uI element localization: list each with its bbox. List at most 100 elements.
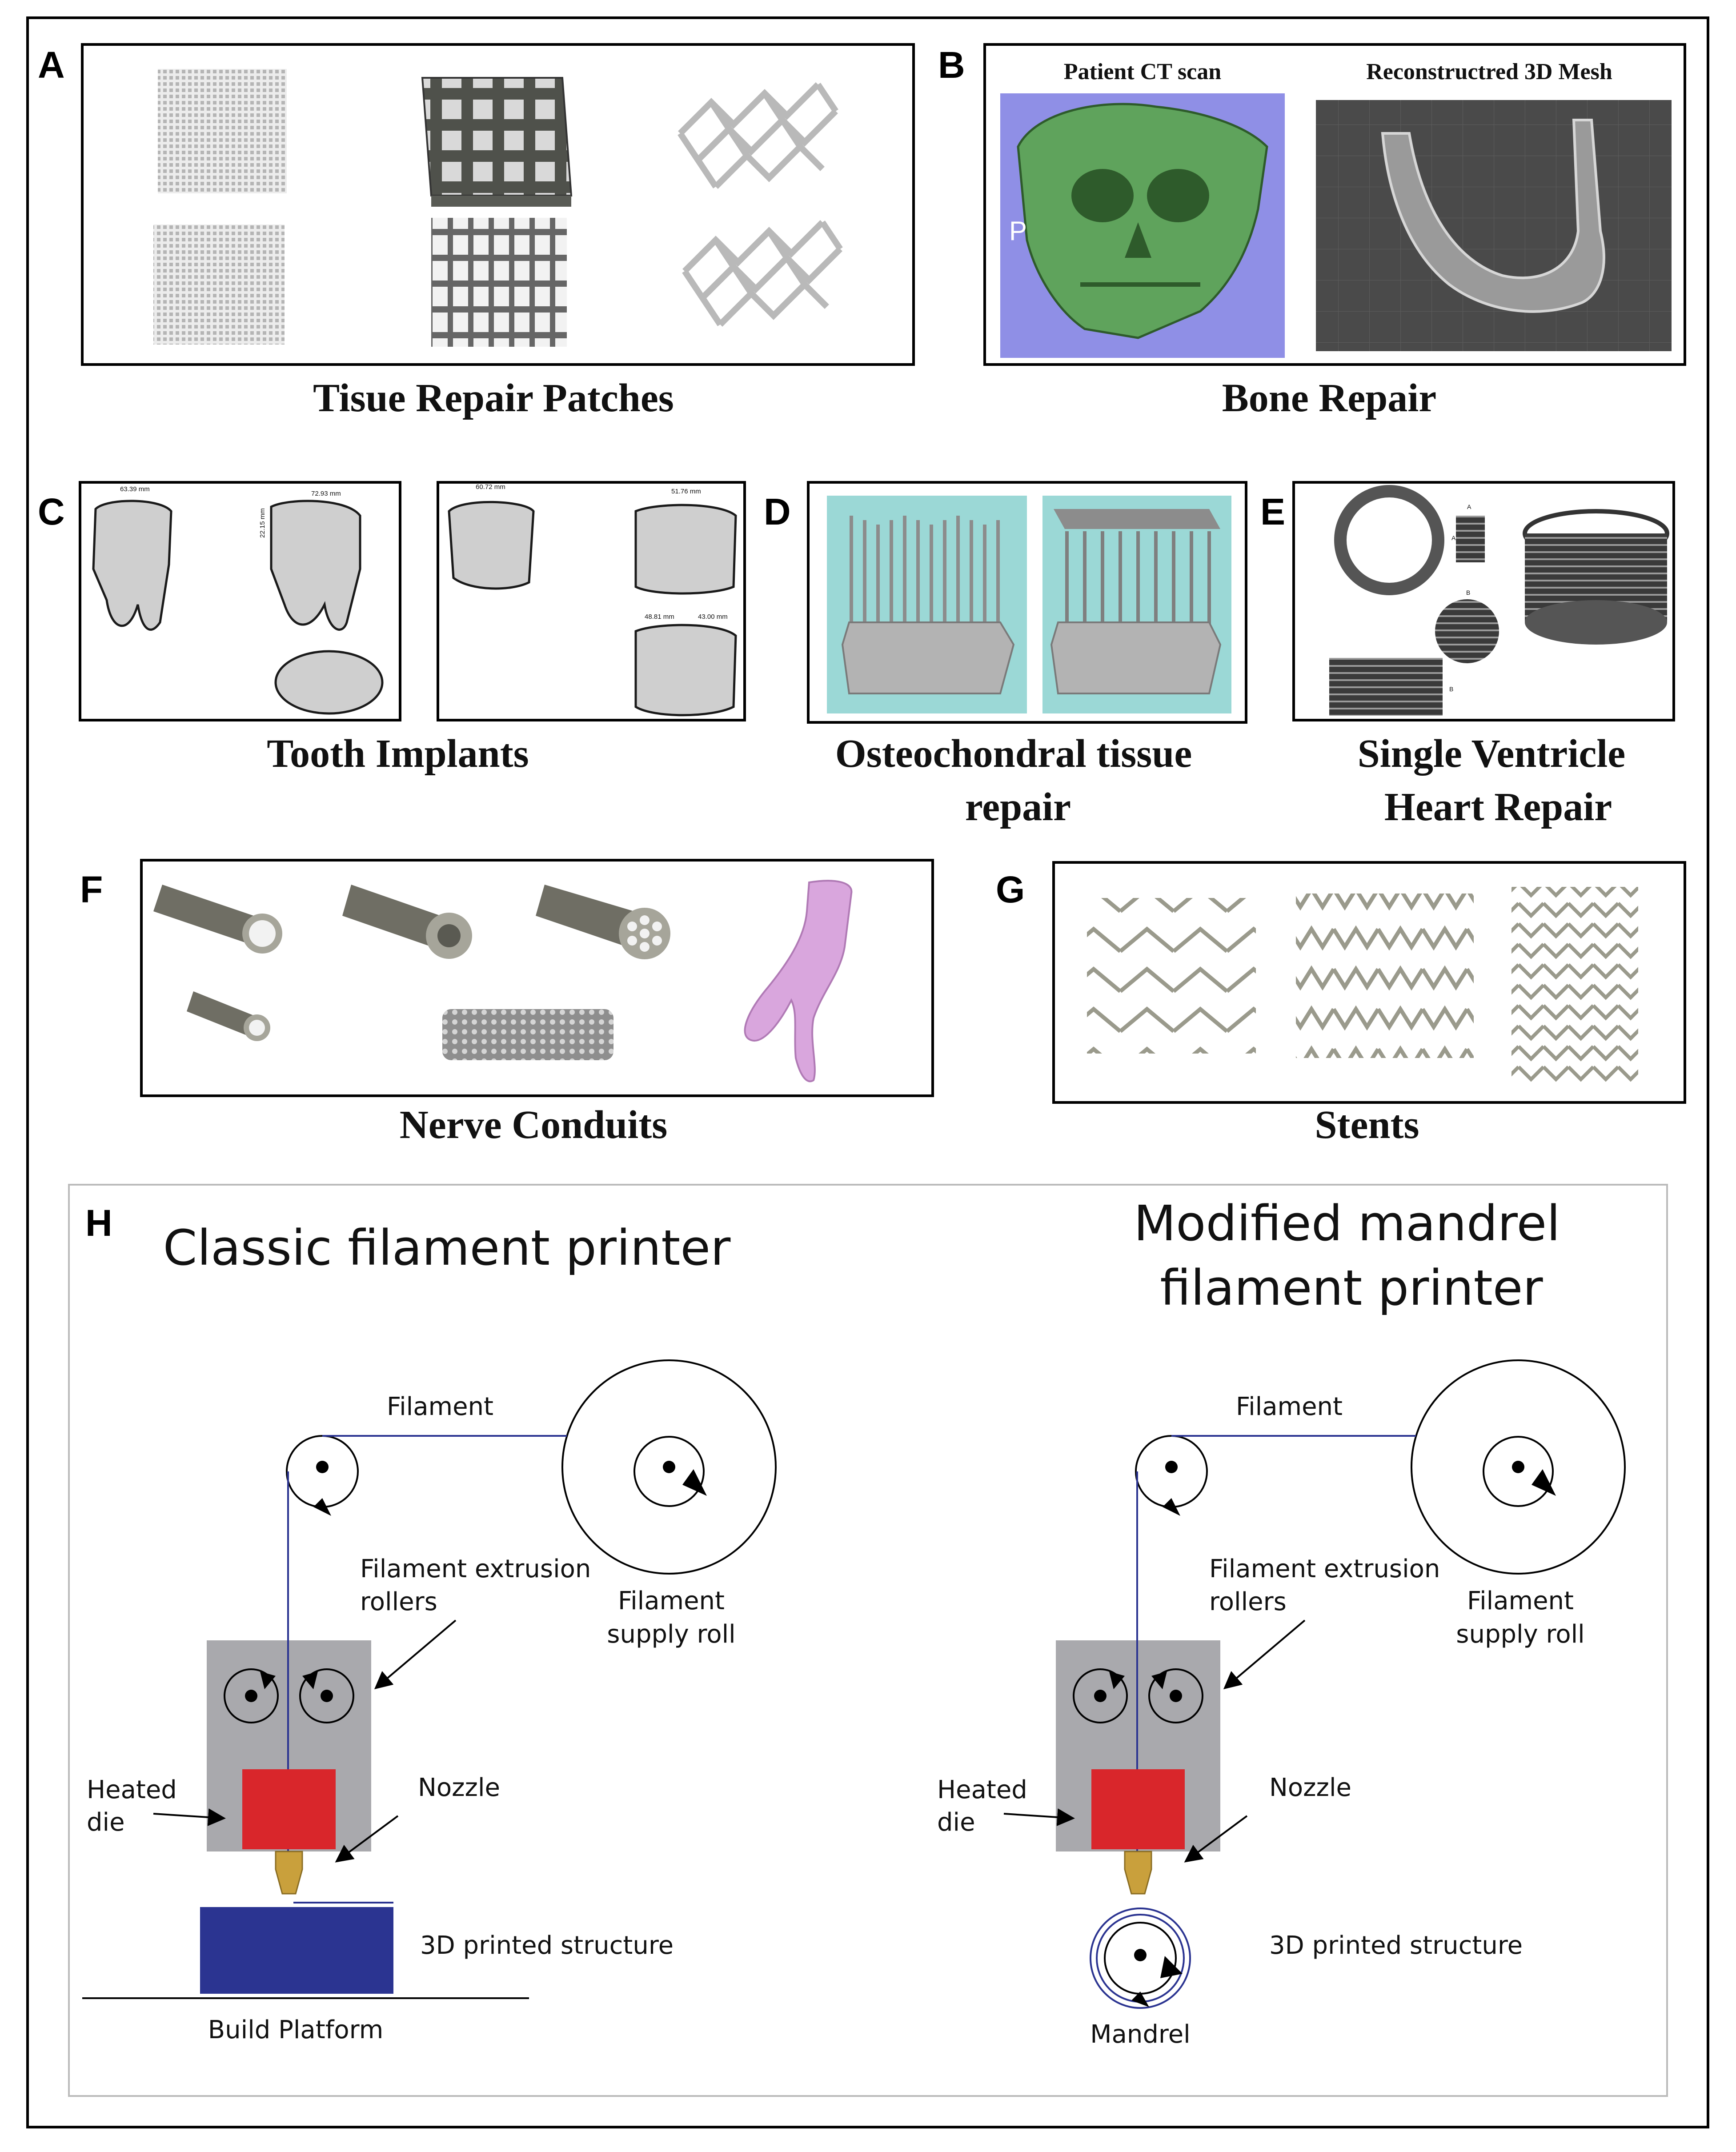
classic-printer-diagram: Classic filament printer Filament bbox=[82, 1219, 777, 2044]
osteochondral-base-left bbox=[841, 621, 1015, 694]
pointer-arrow bbox=[1223, 1619, 1306, 1690]
panel-letter-d: D bbox=[764, 491, 791, 533]
osteochondral-pins-left bbox=[850, 516, 1000, 640]
panel-e: E A B A B Single Ventricle Heart Repair bbox=[1260, 481, 1675, 829]
guide-roller-hub bbox=[1165, 1461, 1178, 1473]
heart-mark: B bbox=[1466, 589, 1470, 596]
label-filament: Filament bbox=[1236, 1392, 1343, 1421]
heart-flat-sheet bbox=[1329, 658, 1443, 716]
label-heated-line1: Heated bbox=[87, 1775, 177, 1804]
panel-h: H Classic filament printer Filament bbox=[68, 1184, 1668, 2097]
panel-letter-e: E bbox=[1260, 491, 1285, 533]
osteochondral-pins-right bbox=[1065, 531, 1211, 640]
nerve-branch-conduit bbox=[744, 880, 853, 1082]
extrusion-roller-left-hub bbox=[1094, 1690, 1107, 1702]
caption-a: Tisue Repair Patches bbox=[313, 376, 674, 420]
panel-letter-c: C bbox=[38, 491, 65, 533]
nerve-tube-multichannel bbox=[536, 885, 670, 959]
panel-f: F Nerve Conduits bbox=[80, 859, 934, 1147]
pointer-arrow bbox=[335, 1815, 399, 1863]
caption-b: Bone Repair bbox=[1222, 376, 1436, 420]
panel-a: A Tisue Repair Patches bbox=[38, 43, 915, 420]
label-filament: Filament bbox=[387, 1392, 493, 1421]
nerve-tube-small bbox=[187, 991, 270, 1041]
patch-coarse-grid-3d bbox=[421, 77, 573, 207]
rotation-arrow-icon bbox=[1131, 1992, 1149, 2007]
modified-printer-diagram: Modified mandrel filament printer Filame… bbox=[937, 1195, 1626, 2049]
extrusion-roller-right-icon bbox=[299, 1668, 354, 1723]
heart-cross-section bbox=[1435, 599, 1499, 663]
printed-structure-block bbox=[200, 1907, 393, 1994]
classic-printer-title: Classic filament printer bbox=[163, 1219, 731, 1276]
heart-ring-top-view bbox=[1334, 485, 1444, 595]
heart-mark: A bbox=[1467, 503, 1471, 510]
ct-orientation-marker: P bbox=[1009, 216, 1027, 246]
rotation-arrow-icon bbox=[1109, 1671, 1125, 1689]
subtitle-ct-scan: Patient CT scan bbox=[1064, 59, 1221, 84]
dim-label: 51.76 mm bbox=[671, 488, 701, 495]
rotation-arrow-icon bbox=[1151, 1671, 1167, 1689]
heart-part-labels: A B A B bbox=[1449, 503, 1471, 693]
label-rollers-line1: Filament extrusion bbox=[360, 1555, 591, 1583]
pointer-arrow bbox=[1184, 1815, 1248, 1863]
nerve-tube-hollow bbox=[153, 885, 282, 954]
label-supply-line1: Filament bbox=[1467, 1587, 1574, 1615]
panel-g: G Stents bbox=[996, 861, 1686, 1147]
extrusion-roller-right-icon bbox=[1148, 1668, 1203, 1723]
patch-lattice-bottom bbox=[682, 220, 843, 327]
label-heated-line1: Heated bbox=[937, 1775, 1027, 1804]
caption-g: Stents bbox=[1315, 1103, 1419, 1147]
panel-letter-h: H bbox=[85, 1202, 112, 1244]
heart-wall-detail bbox=[1456, 516, 1485, 562]
heater-block bbox=[242, 1769, 336, 1849]
patch-lattice-top bbox=[678, 82, 838, 189]
rotation-arrow-icon bbox=[1163, 1498, 1180, 1516]
caption-e-line1: Single Ventricle bbox=[1358, 732, 1626, 776]
heart-band-3d bbox=[1523, 509, 1669, 645]
guide-roller-hub bbox=[316, 1461, 329, 1473]
panel-letter-a: A bbox=[38, 44, 65, 86]
label-base: Mandrel bbox=[1090, 2020, 1190, 2049]
extrusion-roller-left-icon bbox=[224, 1668, 279, 1723]
extrusion-roller-left-icon bbox=[1073, 1668, 1128, 1723]
stent-pattern-2 bbox=[1296, 894, 1474, 1058]
panel-b: B Patient CT scan Reconstructred 3D Mesh… bbox=[938, 43, 1686, 420]
modified-printer-title-line1: Modified mandrel bbox=[1134, 1195, 1560, 1252]
supply-roll-inner-circle bbox=[633, 1436, 705, 1507]
panel-letter-g: G bbox=[996, 869, 1025, 910]
nerve-tube-grooved bbox=[342, 885, 472, 959]
label-heated-line2: die bbox=[87, 1808, 125, 1837]
label-structure: 3D printed structure bbox=[420, 1931, 674, 1960]
label-supply-line2: supply roll bbox=[1456, 1620, 1584, 1649]
panel-d: D Osteochondral tissue repair bbox=[764, 481, 1247, 829]
caption-f: Nerve Conduits bbox=[400, 1103, 668, 1147]
mesh-viewport bbox=[1316, 100, 1672, 351]
nerve-tube-mesh bbox=[442, 1009, 613, 1060]
rotation-arrow-icon bbox=[302, 1671, 318, 1689]
dim-label: 72.93 mm bbox=[311, 490, 341, 497]
caption-e-line2: Heart Repair bbox=[1384, 785, 1612, 829]
heater-block bbox=[1091, 1769, 1185, 1849]
extrusion-roller-left-hub bbox=[245, 1690, 257, 1702]
label-supply-line2: supply roll bbox=[607, 1620, 735, 1649]
panel-c: C 63.39 mm 72.93 mm 22.15 mm 60.72 mm 51… bbox=[38, 481, 746, 776]
dim-label: 22.15 mm bbox=[259, 508, 266, 538]
modified-printer-title-line2: filament printer bbox=[1160, 1259, 1543, 1316]
rotation-arrow-icon bbox=[313, 1498, 331, 1516]
mandrel-hub bbox=[1134, 1949, 1147, 1961]
subtitle-3d-mesh: Reconstructred 3D Mesh bbox=[1366, 59, 1612, 84]
label-nozzle: Nozzle bbox=[1269, 1773, 1351, 1802]
patch-fine-grid-top bbox=[158, 69, 287, 193]
label-heated-line2: die bbox=[937, 1808, 975, 1837]
mandible-mesh bbox=[1381, 119, 1605, 313]
tooth-dimension-labels: 63.39 mm 72.93 mm 22.15 mm 60.72 mm 51.7… bbox=[120, 483, 728, 621]
caption-d-line1: Osteochondral tissue bbox=[835, 732, 1192, 776]
tooth-meshes bbox=[92, 500, 737, 717]
patch-rect-grid bbox=[431, 218, 567, 347]
outer-border bbox=[26, 16, 1709, 2128]
supply-roll-hub bbox=[1512, 1461, 1524, 1473]
pointer-arrow bbox=[153, 1808, 226, 1826]
nozzle-icon bbox=[1124, 1851, 1152, 1895]
supply-roll-icon bbox=[1411, 1359, 1626, 1575]
label-supply-line1: Filament bbox=[618, 1587, 725, 1615]
